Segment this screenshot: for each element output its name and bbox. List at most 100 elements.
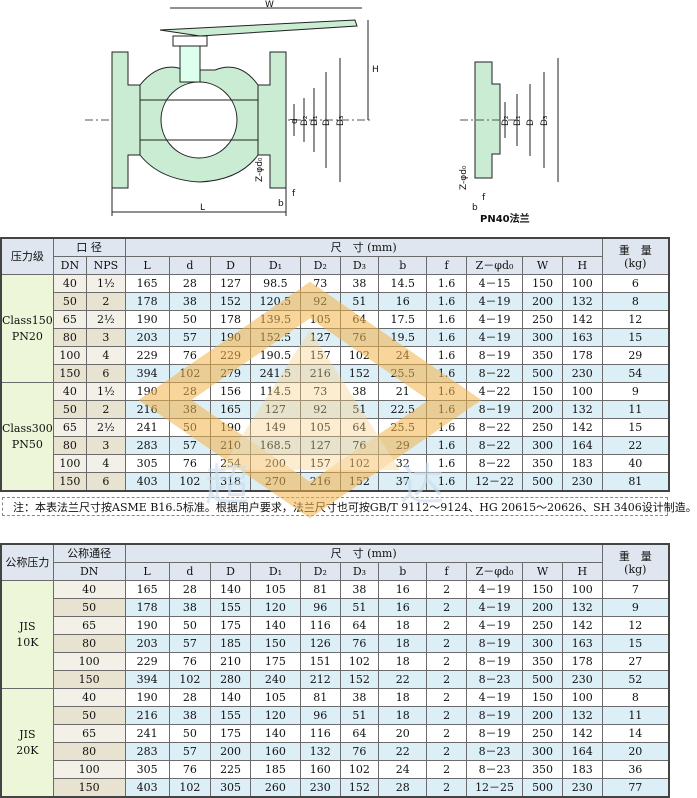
value-cell: 140	[210, 688, 251, 707]
valve-drawing: W H L f b Z-φd₀ d D₂ D₁ D D₃ Z-φd₀ D₂ D₁…	[85, 0, 559, 225]
value-cell: 142	[561, 310, 603, 329]
value-cell: 38	[339, 274, 380, 293]
weight-cell: 11	[601, 706, 670, 725]
value-cell: 230	[561, 364, 603, 383]
value-cell: 102	[168, 472, 212, 492]
value-cell: 200	[522, 292, 563, 311]
weight-cell: 40	[601, 454, 670, 473]
value-cell: 241	[124, 418, 170, 437]
value-cell: 76	[339, 328, 380, 347]
value-cell: 73	[299, 274, 341, 293]
value-cell: 2	[426, 580, 467, 599]
value-cell: 4－19	[465, 616, 524, 635]
header-bore: 公称通径	[52, 543, 126, 563]
value-cell: 100	[561, 688, 603, 707]
value-cell: 163	[561, 634, 603, 653]
value-cell: 151	[299, 652, 341, 671]
value-cell: 178	[561, 346, 603, 365]
value-cell: 38	[339, 580, 380, 599]
value-cell: 8－19	[465, 634, 524, 653]
value-cell: 394	[124, 670, 170, 689]
header-col: D₁	[249, 256, 301, 275]
pressure-class-label: PN20	[11, 329, 43, 343]
value-cell: 318	[210, 472, 251, 492]
value-cell: 4－19	[465, 598, 524, 617]
header-dn: DN	[52, 256, 88, 275]
value-cell: 254	[210, 454, 251, 473]
value-cell: 403	[124, 778, 170, 798]
value-cell: 250	[522, 418, 563, 437]
pressure-class-label: Class300	[2, 421, 53, 435]
svg-text:b: b	[472, 203, 478, 213]
value-cell: 28	[168, 688, 212, 707]
nps-cell: 2	[86, 400, 126, 419]
value-cell: 163	[561, 328, 603, 347]
dn-cell: 100	[52, 760, 126, 779]
value-cell: 190	[124, 310, 170, 329]
value-cell: 2	[426, 724, 467, 743]
svg-text:W: W	[265, 0, 274, 10]
value-cell: 200	[522, 706, 563, 725]
value-cell: 260	[249, 778, 301, 798]
value-cell: 2	[426, 598, 467, 617]
svg-text:f: f	[292, 189, 296, 199]
value-cell: 28	[168, 580, 212, 599]
value-cell: 102	[168, 778, 212, 798]
value-cell: 132	[561, 706, 603, 725]
value-cell: 4－19	[465, 580, 524, 599]
value-cell: 216	[299, 364, 341, 383]
dn-cell: 50	[52, 400, 88, 419]
value-cell: 240	[249, 670, 301, 689]
value-cell: 96	[299, 706, 341, 725]
value-cell: 305	[124, 454, 170, 473]
header-dimensions: 尺 寸 (mm)	[124, 237, 603, 257]
weight-label: 重 量	[618, 549, 652, 563]
value-cell: 38	[168, 292, 212, 311]
weight-cell: 12	[601, 616, 670, 635]
nps-cell: 3	[86, 328, 126, 347]
value-cell: 152	[339, 670, 380, 689]
weight-unit: (kg)	[624, 562, 647, 576]
value-cell: 210	[210, 652, 251, 671]
value-cell: 8－23	[465, 670, 524, 689]
value-cell: 2	[426, 616, 467, 635]
svg-text:Z-φd₀: Z-φd₀	[459, 165, 469, 190]
value-cell: 190	[124, 688, 170, 707]
value-cell: 283	[124, 742, 170, 761]
header-dn: DN	[52, 562, 126, 581]
dn-cell: 65	[52, 724, 126, 743]
header-weight: 重 量(kg)	[601, 543, 670, 581]
value-cell: 156	[210, 382, 251, 401]
value-cell: 175	[210, 724, 251, 743]
svg-text:D: D	[322, 119, 332, 126]
header-col: W	[522, 256, 563, 275]
value-cell: 100	[561, 274, 603, 293]
weight-cell: 52	[601, 670, 670, 689]
value-cell: 132	[561, 598, 603, 617]
value-cell: 165	[210, 400, 251, 419]
dn-cell: 65	[52, 616, 126, 635]
header-col: H	[561, 562, 603, 581]
weight-cell: 81	[601, 472, 670, 492]
value-cell: 76	[339, 436, 380, 455]
value-cell: 8－22	[465, 436, 524, 455]
value-cell: 225	[210, 760, 251, 779]
pressure-class-label: Class150	[2, 313, 53, 327]
value-cell: 175	[249, 652, 301, 671]
value-cell: 126	[299, 634, 341, 653]
dn-cell: 150	[52, 778, 126, 798]
header-col: D₁	[249, 562, 301, 581]
value-cell: 18	[378, 688, 428, 707]
value-cell: 283	[124, 436, 170, 455]
value-cell: 229	[124, 346, 170, 365]
value-cell: 300	[522, 634, 563, 653]
value-cell: 120	[249, 706, 301, 725]
value-cell: 230	[561, 778, 603, 798]
value-cell: 100	[561, 580, 603, 599]
value-cell: 105	[249, 580, 301, 599]
value-cell: 4－15	[465, 274, 524, 293]
